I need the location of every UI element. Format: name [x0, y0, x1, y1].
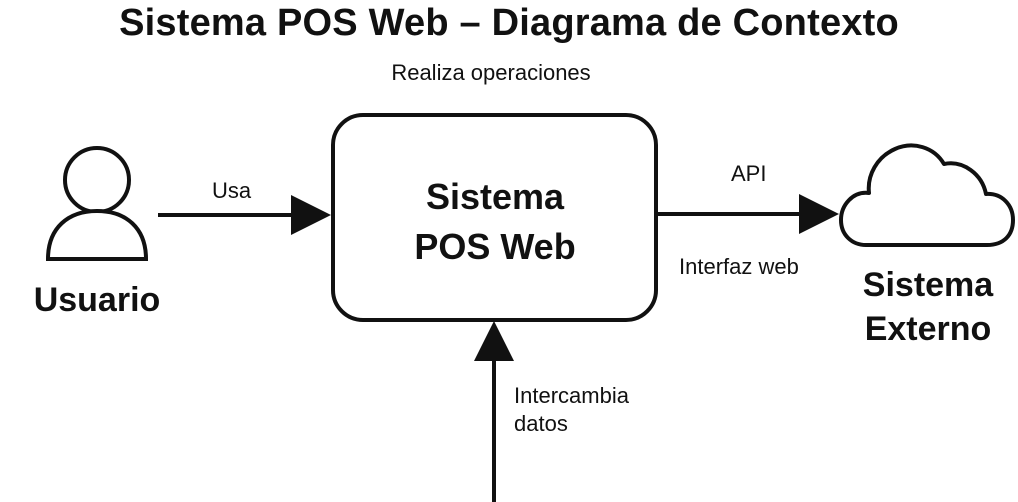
- system-label-line-1: Sistema: [425, 176, 565, 217]
- system-node-label: Sistema POS Web: [335, 172, 655, 272]
- user-icon: [45, 146, 149, 261]
- system-box: [331, 113, 658, 322]
- data-exchange-line-1: Intercambia: [514, 383, 629, 408]
- top-operation-label: Realiza operaciones: [391, 60, 591, 85]
- external-label-line-2: Externo: [864, 310, 992, 348]
- system-label-line-2: POS Web: [414, 226, 576, 267]
- data-exchange-line-2: datos: [514, 411, 568, 436]
- user-system-edge-label: Usa: [212, 178, 252, 203]
- web-interface-edge-label: Interfaz web: [679, 254, 799, 279]
- data-exchange-edge-label: Intercambia datos: [514, 382, 664, 438]
- user-node-label: Usuario: [33, 281, 161, 319]
- api-edge-label: API: [731, 161, 767, 186]
- cloud-icon: [839, 143, 1015, 247]
- external-label-line-1: Sistema: [862, 266, 994, 304]
- external-system-label: Sistema Externo: [843, 263, 1013, 351]
- diagram-title: Sistema POS Web – Diagrama de Contexto: [119, 2, 899, 44]
